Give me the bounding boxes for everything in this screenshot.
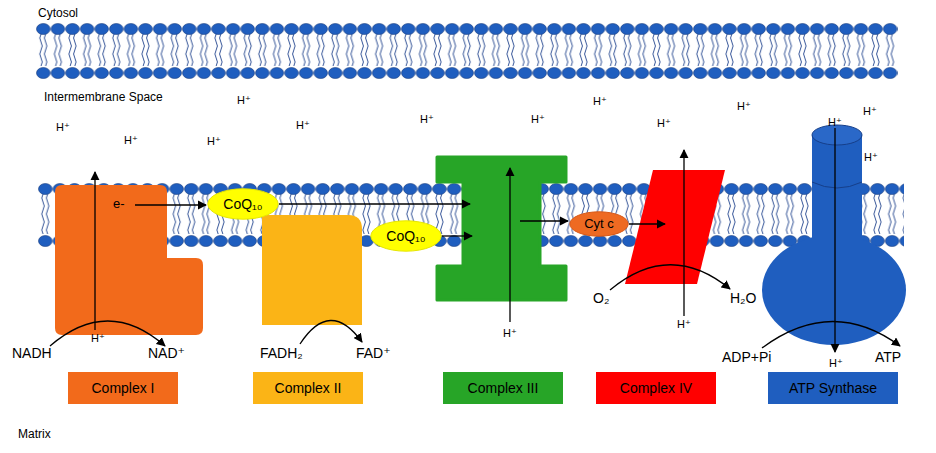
text-label: NADH xyxy=(12,345,52,362)
text-label: H⁺ xyxy=(593,95,607,108)
text-label: Cytosol xyxy=(38,6,78,20)
electron-arrow xyxy=(279,203,470,204)
complex-two-shape xyxy=(262,215,362,325)
text-label: H⁺ xyxy=(677,318,691,331)
node-text: CoQ₁₀ xyxy=(386,228,425,245)
reaction-arrow xyxy=(762,321,900,348)
text-label: ADP+Pi xyxy=(722,349,771,366)
atp-synthase-ring xyxy=(812,182,862,188)
text-label: Intermembrane Space xyxy=(44,90,163,104)
ellipse-outline xyxy=(208,189,278,219)
text-label: H⁺ xyxy=(207,135,221,148)
node-text: ATP Synthase xyxy=(789,380,877,397)
text-label: H⁺ xyxy=(91,332,105,345)
complex-label-box: Complex II xyxy=(253,372,363,404)
flow-arrows xyxy=(50,128,900,352)
proton-arrow xyxy=(834,128,835,352)
text-label: H⁺ xyxy=(56,121,70,134)
text-label: H⁺ xyxy=(296,119,310,132)
text-label: H⁺ xyxy=(237,94,251,107)
text-label: H⁺ xyxy=(828,116,842,129)
complex-label-box: ATP Synthase xyxy=(768,372,898,404)
text-label: H⁺ xyxy=(829,357,843,370)
node-text: CoQ₁₀ xyxy=(223,196,262,213)
electron-arrow xyxy=(520,220,568,221)
complex-label-box: Complex I xyxy=(68,372,178,404)
proton-arrow xyxy=(683,150,684,316)
node-text: Complex III xyxy=(468,380,539,397)
node-text: Complex I xyxy=(91,380,154,397)
text-label: H⁺ xyxy=(503,327,517,340)
text-label: ATP xyxy=(875,349,901,366)
text-label: H⁺ xyxy=(657,117,671,130)
complex-three-shape xyxy=(437,157,566,300)
node-text: Complex II xyxy=(275,380,342,397)
text-label: FADH₂ xyxy=(260,345,303,362)
text-label: H⁺ xyxy=(124,134,138,147)
text-label: H₂O xyxy=(730,290,756,307)
text-label: e- xyxy=(113,196,125,212)
complex-four-shape xyxy=(625,170,725,284)
ellipse-outline xyxy=(570,212,628,236)
text-label: H⁺ xyxy=(864,151,878,164)
complex-label-box: Complex III xyxy=(443,372,563,404)
electron-arrow xyxy=(442,235,472,236)
complex-one-shape xyxy=(55,185,203,335)
proton-arrow xyxy=(94,172,95,330)
node-text: Cyt c xyxy=(584,216,614,232)
reaction-arrow xyxy=(610,265,730,290)
atp-synthase-stalk xyxy=(812,135,862,265)
text-label: H⁺ xyxy=(737,100,751,113)
proton-arrow xyxy=(509,168,510,322)
text-label: H⁺ xyxy=(863,105,877,118)
complex-label-box: Complex IV xyxy=(596,372,716,404)
text-label: H⁺ xyxy=(420,113,434,126)
ellipse-outline xyxy=(371,221,441,251)
electron-arrow xyxy=(629,223,665,224)
coenzyme-q-ellipse: CoQ₁₀ xyxy=(207,188,279,220)
text-label: O₂ xyxy=(593,290,609,307)
text-label: NAD⁺ xyxy=(148,345,185,362)
node-text: Complex IV xyxy=(620,380,692,397)
cytochrome-c-ellipse: Cyt c xyxy=(569,211,629,237)
electron-arrow xyxy=(135,204,206,205)
outer-membrane xyxy=(36,20,898,82)
reaction-arrow xyxy=(300,320,362,344)
text-label: Matrix xyxy=(18,427,51,441)
coenzyme-q-ellipse: CoQ₁₀ xyxy=(370,220,442,252)
reaction-arrow xyxy=(50,321,165,346)
text-label: FAD⁺ xyxy=(356,345,391,362)
text-label: H⁺ xyxy=(531,113,545,126)
